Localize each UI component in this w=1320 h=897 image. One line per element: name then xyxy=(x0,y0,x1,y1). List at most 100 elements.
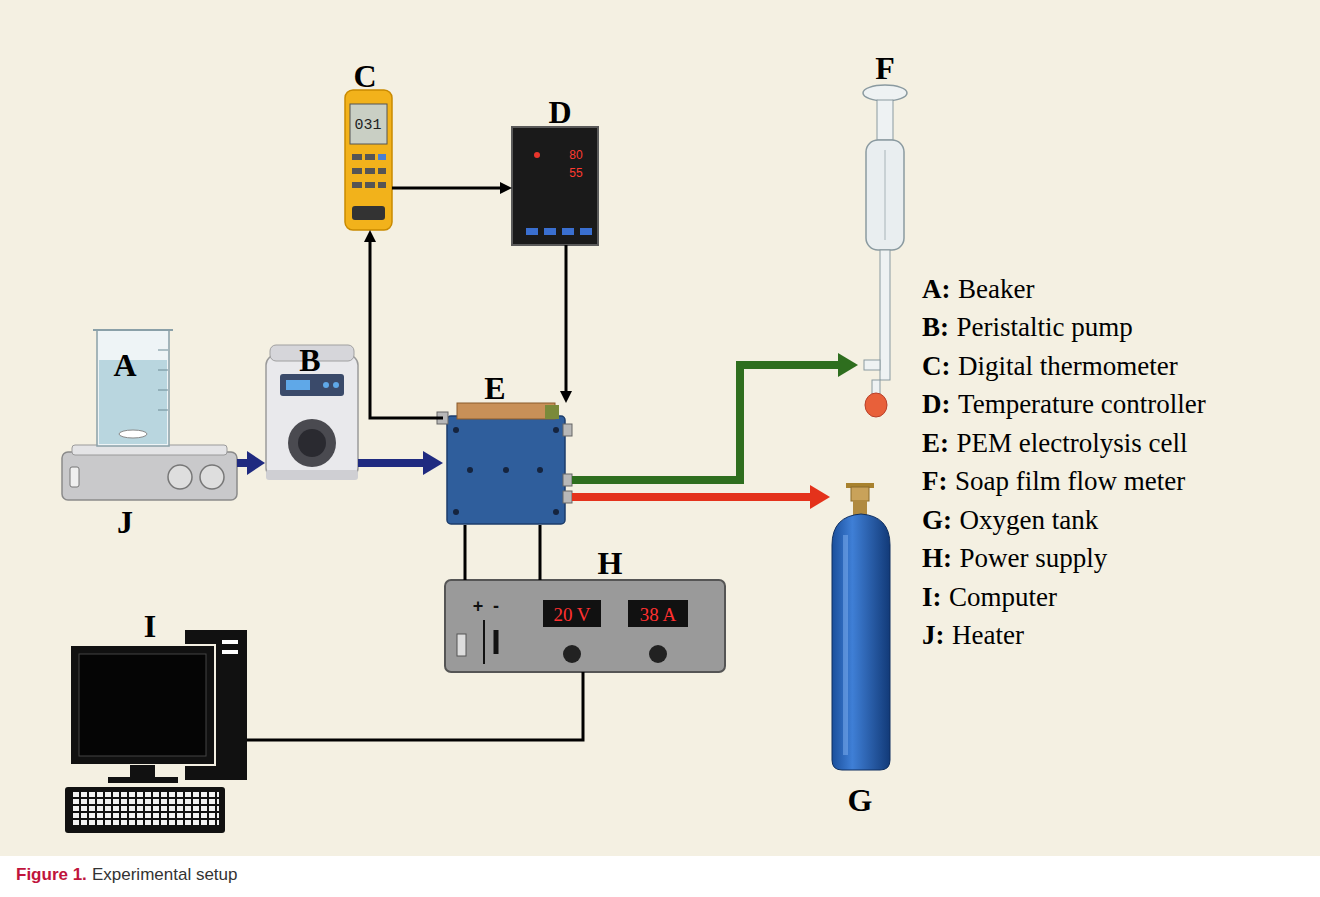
legend-key: C: xyxy=(922,351,951,382)
legend-row: E: PEM electrolysis cell xyxy=(922,428,1188,459)
legend-name: Peristaltic pump xyxy=(957,312,1133,343)
legend-name: Heater xyxy=(952,620,1024,651)
display-reading: 031 xyxy=(354,118,381,133)
data-cable-group xyxy=(247,672,583,740)
water-flow-arrow xyxy=(358,459,427,467)
figure-number: Figure 1. xyxy=(16,865,87,885)
callout-letter: C xyxy=(353,60,376,92)
legend-name: Power supply xyxy=(960,543,1108,574)
legend-name: PEM electrolysis cell xyxy=(957,428,1188,459)
callout-letter: A xyxy=(113,349,136,381)
legend-key: D: xyxy=(922,389,951,420)
peristaltic-pump: B xyxy=(265,345,358,480)
signal-arrow xyxy=(565,245,568,393)
computer: I xyxy=(65,640,247,835)
legend-row: C:Digital thermometer xyxy=(922,351,1178,382)
heater-icon xyxy=(62,445,237,500)
oxygen-flow-arrow xyxy=(572,493,814,501)
callout-letter: J xyxy=(117,506,133,538)
polarity-sign: + xyxy=(473,597,484,615)
legend-row: B: Peristaltic pump xyxy=(922,312,1133,343)
legend-row: D:Temperature controller xyxy=(922,389,1206,420)
legend-key: B: xyxy=(922,312,949,343)
figure-ground xyxy=(0,0,1320,856)
display-reading: 20 V xyxy=(553,605,590,624)
legend-row: G: Oxygen tank xyxy=(922,505,1098,536)
legend-key: G: xyxy=(922,505,952,536)
temperature-controller: D8055 xyxy=(512,127,598,245)
callout-letter: I xyxy=(144,610,156,642)
data-cable xyxy=(247,672,583,740)
legend-name: Digital thermometer xyxy=(958,351,1178,382)
legend-key: I: xyxy=(922,582,942,613)
legend-row: I:Computer xyxy=(922,582,1057,613)
legend-name: Soap film flow meter xyxy=(955,466,1185,497)
beaker-icon xyxy=(93,330,173,446)
oxygen-flow-arrow-group xyxy=(572,485,830,509)
signal-arrow xyxy=(392,187,502,190)
digital-thermometer: C031 xyxy=(345,90,392,230)
legend-key: J: xyxy=(922,620,945,651)
legend-key: H: xyxy=(922,543,952,574)
electrolysis-cell-icon xyxy=(437,403,572,524)
callout-letter: E xyxy=(484,372,505,404)
signal-arrow-group xyxy=(560,245,572,403)
hydrogen-flow-arrow xyxy=(572,365,842,480)
legend-name: Beaker xyxy=(958,274,1034,305)
power-wire-group xyxy=(540,525,541,580)
hydrogen-flow-arrow-group xyxy=(572,353,858,480)
power-supply-icon xyxy=(445,580,725,672)
power-wire-group xyxy=(465,525,466,580)
controller-icon xyxy=(512,127,598,245)
figure-caption: Experimental setup xyxy=(92,865,238,885)
pump-icon xyxy=(266,345,358,480)
legend-key: F: xyxy=(922,466,947,497)
oxygen-tank-icon xyxy=(832,483,890,770)
oxygen-tank: G xyxy=(830,483,892,772)
pem-electrolysis-cell: E xyxy=(443,403,572,525)
thermometer-icon xyxy=(345,90,392,230)
computer-icon xyxy=(65,630,247,833)
polarity-sign: - xyxy=(493,597,499,615)
callout-letter: F xyxy=(875,52,895,84)
arrow-head xyxy=(560,391,572,403)
arrow-head xyxy=(247,451,265,475)
legend-row: F: Soap film flow meter xyxy=(922,466,1185,497)
arrow-head xyxy=(500,182,512,194)
caption-row: Figure 1.Experimental setup xyxy=(16,865,237,885)
soap-film-flow-meter: F xyxy=(858,85,912,418)
display-reading: 80 xyxy=(569,149,582,161)
arrow-head xyxy=(838,353,858,377)
power-wire xyxy=(539,525,542,580)
water-flow-arrow-group xyxy=(358,451,443,475)
callout-letter: B xyxy=(299,344,320,376)
power-wire xyxy=(464,525,467,580)
arrow-head xyxy=(423,451,443,475)
water-flow-arrow-group xyxy=(237,451,265,475)
legend-row: A:Beaker xyxy=(922,274,1035,305)
legend-row: J:Heater xyxy=(922,620,1024,651)
legend-name: Oxygen tank xyxy=(960,505,1099,536)
signal-arrow-group xyxy=(392,182,512,194)
callout-letter: H xyxy=(598,547,623,579)
signal-arrow-group xyxy=(364,230,443,418)
callout-letter: G xyxy=(848,784,873,816)
display-reading: 55 xyxy=(569,167,582,179)
legend-name: Temperature controller xyxy=(958,389,1206,420)
legend-row: H: Power supply xyxy=(922,543,1107,574)
arrow-head xyxy=(810,485,830,509)
power-supply: H+-20 V38 A xyxy=(445,580,725,672)
beaker: A xyxy=(95,328,171,447)
display-reading: 38 A xyxy=(640,605,676,624)
callout-letter: D xyxy=(548,96,571,128)
legend-key: E: xyxy=(922,428,949,459)
legend-name: Computer xyxy=(949,582,1057,613)
arrow-head xyxy=(364,230,376,242)
flow-meter-icon xyxy=(863,85,907,417)
signal-arrow xyxy=(370,240,443,418)
